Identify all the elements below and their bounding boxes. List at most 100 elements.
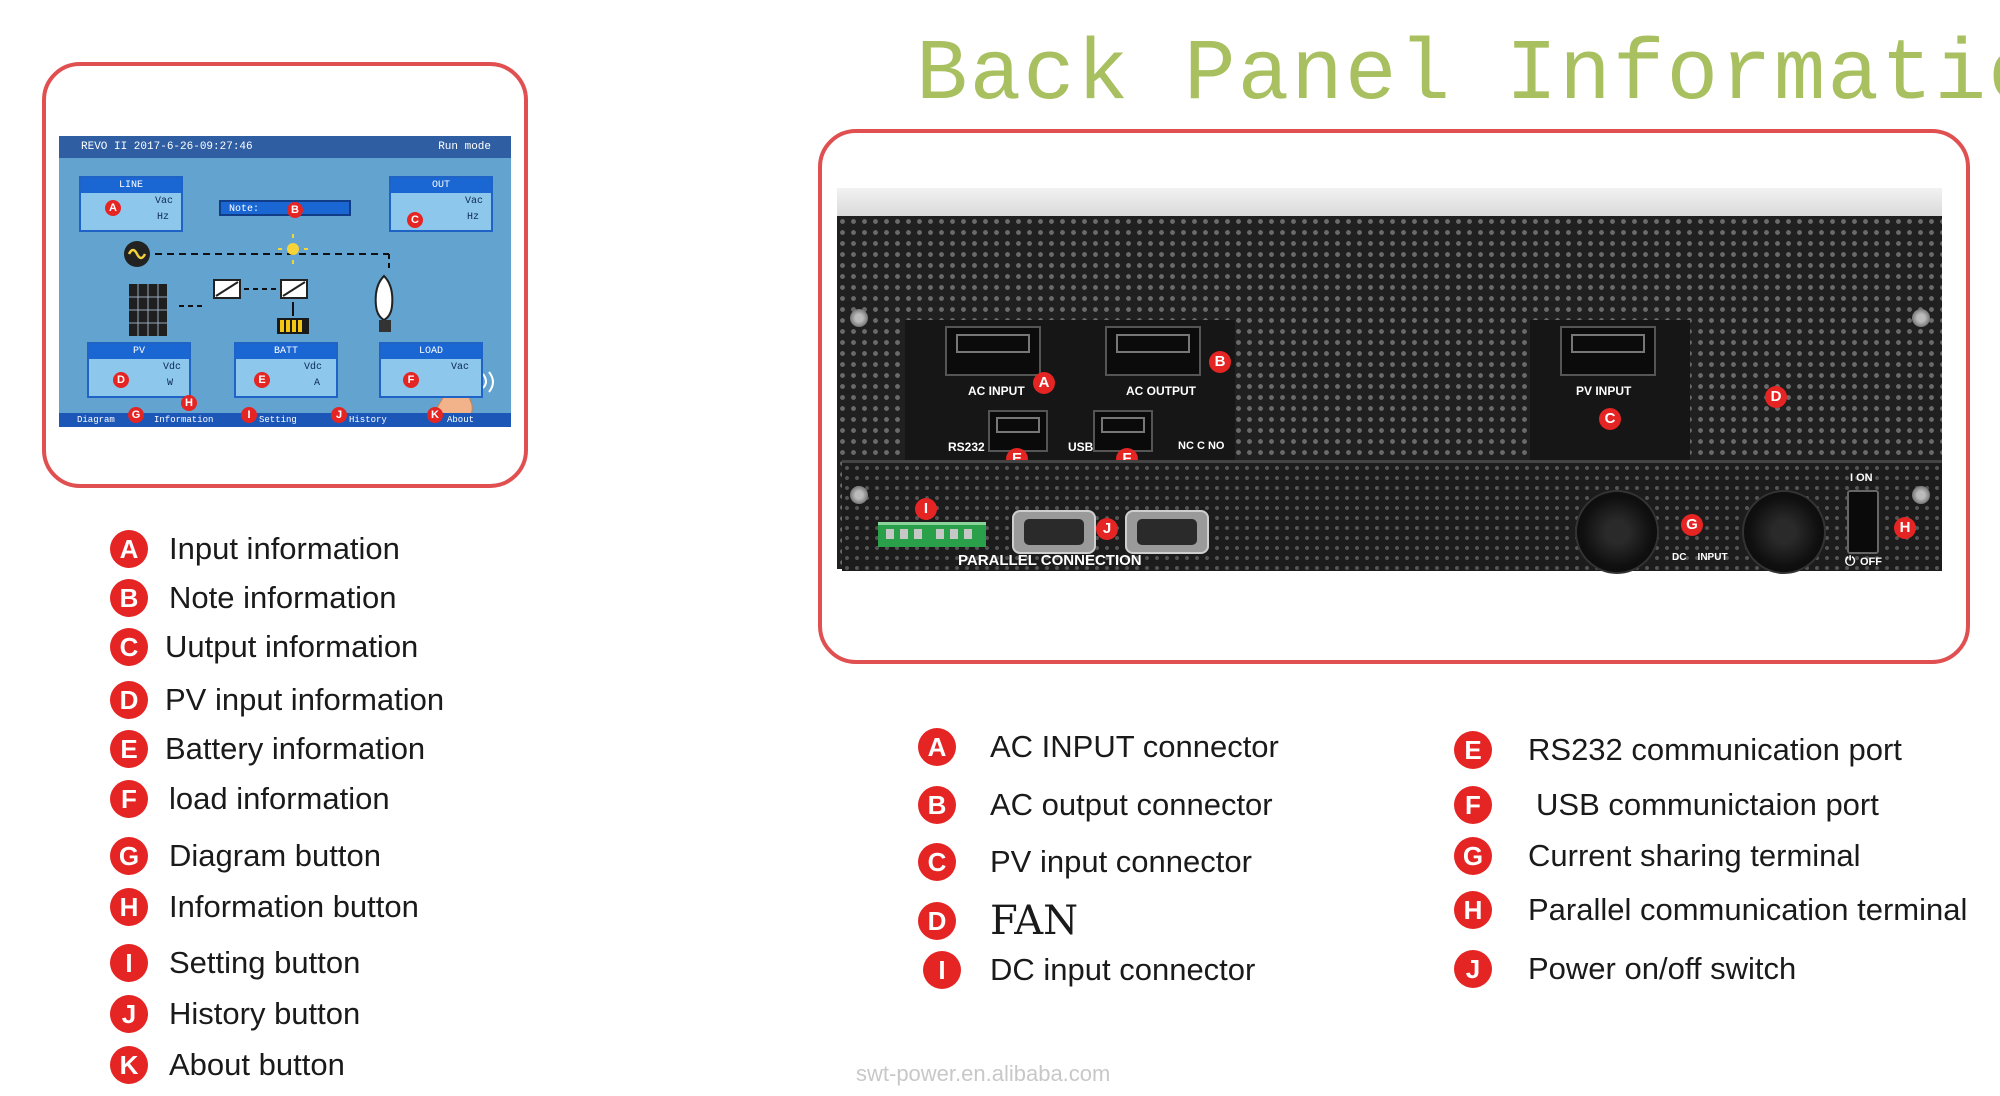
legend-item: H Parallel communication terminal bbox=[1454, 891, 1967, 929]
legend-badge: E bbox=[1454, 731, 1492, 769]
lcd-header-mode: Run mode bbox=[438, 141, 491, 153]
legend-item: K About button bbox=[110, 1046, 345, 1084]
legend-badge: J bbox=[1454, 950, 1492, 988]
switch-off-label: OFF bbox=[1860, 556, 1882, 568]
legend-text: Note information bbox=[169, 580, 397, 615]
watermark: swt-power.en.alibaba.com bbox=[856, 1061, 1111, 1086]
dc-input-terminal-neg bbox=[1575, 490, 1659, 574]
ac-input-port bbox=[945, 326, 1041, 376]
legend-text: PV input information bbox=[165, 682, 445, 717]
legend-text: Information button bbox=[169, 889, 419, 924]
power-icon: ⏻ bbox=[1845, 553, 1856, 568]
legend-item: I Setting button bbox=[110, 944, 360, 982]
lcd-batt-unit-vdc: Vdc bbox=[304, 362, 323, 373]
legend-badge: H bbox=[1454, 891, 1492, 929]
legend-text: Uutput information bbox=[165, 629, 419, 664]
lcd-diagram-button[interactable]: Diagram bbox=[77, 415, 115, 425]
lcd-load-unit-vac: Vac bbox=[451, 362, 470, 373]
legend-text: RS232 communication port bbox=[1528, 732, 1902, 767]
device-badge-j: J bbox=[1096, 518, 1118, 540]
bulb-icon bbox=[374, 274, 394, 332]
device-badge-i: I bbox=[915, 498, 937, 520]
legend-badge: B bbox=[918, 786, 956, 824]
legend-item: A Input information bbox=[110, 530, 400, 568]
usb-label: USB bbox=[1068, 440, 1094, 454]
legend-item: A AC INPUT connector bbox=[918, 728, 1279, 766]
rs232-label: RS232 bbox=[948, 440, 985, 454]
legend-text: PV input connector bbox=[990, 844, 1252, 879]
legend-item: J History button bbox=[110, 995, 360, 1033]
lcd-screen: REVO II 2017-6-26-09:27:46 Run mode LINE… bbox=[59, 136, 511, 427]
lcd-note-bar: Note: B bbox=[219, 200, 351, 218]
device-top-edge bbox=[837, 188, 1942, 218]
lcd-header-datetime: REVO II 2017-6-26-09:27:46 bbox=[81, 141, 253, 153]
device-badge-b: B bbox=[1209, 351, 1231, 373]
lcd-about-button[interactable]: About bbox=[447, 415, 475, 425]
lcd-batt-box: BATT Vdc A E bbox=[234, 342, 338, 398]
legend-item: H Information button bbox=[110, 888, 419, 926]
legend-text: Input information bbox=[169, 531, 400, 566]
rs232-port bbox=[988, 410, 1048, 452]
device-badge-d: D bbox=[1765, 386, 1787, 408]
screw-icon bbox=[1912, 309, 1930, 327]
lcd-batt-title: BATT bbox=[236, 344, 336, 359]
lcd-line-unit-hz: Hz bbox=[157, 212, 170, 223]
legend-text: Battery information bbox=[165, 731, 426, 766]
parallel-port-2 bbox=[1125, 510, 1209, 554]
legend-text: Setting button bbox=[169, 945, 361, 980]
legend-badge: K bbox=[110, 1046, 148, 1084]
legend-badge: C bbox=[110, 628, 148, 666]
legend-badge: E bbox=[110, 730, 148, 768]
lcd-out-title: OUT bbox=[391, 178, 491, 193]
lcd-out-unit-hz: Hz bbox=[467, 212, 480, 223]
lcd-out-unit-vac: Vac bbox=[465, 196, 484, 207]
lcd-line-title: LINE bbox=[81, 178, 181, 193]
lcd-badge-h: H bbox=[181, 395, 197, 411]
legend-text: load information bbox=[169, 781, 390, 816]
dc-input-terminal-pos bbox=[1742, 490, 1826, 574]
legend-item: F USB communictaion port bbox=[1454, 786, 1879, 824]
legend-item: C PV input connector bbox=[918, 843, 1252, 881]
lcd-header: REVO II 2017-6-26-09:27:46 Run mode bbox=[59, 136, 511, 158]
legend-text: DC input connector bbox=[990, 952, 1256, 987]
lcd-line-unit-vac: Vac bbox=[155, 196, 174, 207]
nc-c-no-label: NC C NO bbox=[1178, 440, 1225, 452]
legend-badge: D bbox=[918, 902, 956, 940]
lcd-flow-diagram bbox=[124, 234, 494, 425]
pv-input-label: PV INPUT bbox=[1576, 384, 1632, 398]
legend-item: D FAN bbox=[918, 898, 1078, 944]
lcd-badge-g: G bbox=[128, 407, 144, 423]
device-badge-g: G bbox=[1681, 514, 1703, 536]
legend-text: Parallel communication terminal bbox=[1528, 892, 1968, 927]
legend-item: D PV input information bbox=[110, 681, 444, 719]
legend-text: Power on/off switch bbox=[1528, 951, 1797, 986]
legend-badge: B bbox=[110, 579, 148, 617]
legend-text: About button bbox=[169, 1047, 345, 1082]
page-title: Back Panel Information bbox=[916, 26, 2000, 124]
lcd-badge-j: J bbox=[331, 407, 347, 423]
lcd-history-button[interactable]: History bbox=[349, 415, 387, 425]
lcd-out-box: OUT Vac Hz C bbox=[389, 176, 493, 232]
lcd-information-button[interactable]: Information bbox=[154, 415, 214, 425]
screw-icon bbox=[850, 486, 868, 504]
legend-badge: A bbox=[110, 530, 148, 568]
legend-badge: F bbox=[1454, 786, 1492, 824]
legend-badge: I bbox=[923, 951, 961, 989]
legend-text: Diagram button bbox=[169, 838, 381, 873]
lcd-load-box: LOAD Vac F bbox=[379, 342, 483, 398]
legend-item: E RS232 communication port bbox=[1454, 731, 1902, 769]
lcd-load-title: LOAD bbox=[381, 344, 481, 359]
legend-badge: A bbox=[918, 728, 956, 766]
lcd-badge-k: K bbox=[427, 407, 443, 423]
lcd-badge-c: C bbox=[407, 212, 423, 228]
lcd-pv-unit-w: W bbox=[167, 378, 174, 389]
lcd-pv-box: PV Vdc W D bbox=[87, 342, 191, 398]
power-switch[interactable] bbox=[1847, 490, 1879, 554]
device-badge-a: A bbox=[1033, 372, 1055, 394]
legend-item: G Current sharing terminal bbox=[1454, 837, 1861, 875]
lcd-setting-button[interactable]: Setting bbox=[259, 415, 297, 425]
legend-badge: H bbox=[110, 888, 148, 926]
legend-item: G Diagram button bbox=[110, 837, 381, 875]
lcd-pv-unit-vdc: Vdc bbox=[163, 362, 182, 373]
legend-item: E Battery information bbox=[110, 730, 425, 768]
